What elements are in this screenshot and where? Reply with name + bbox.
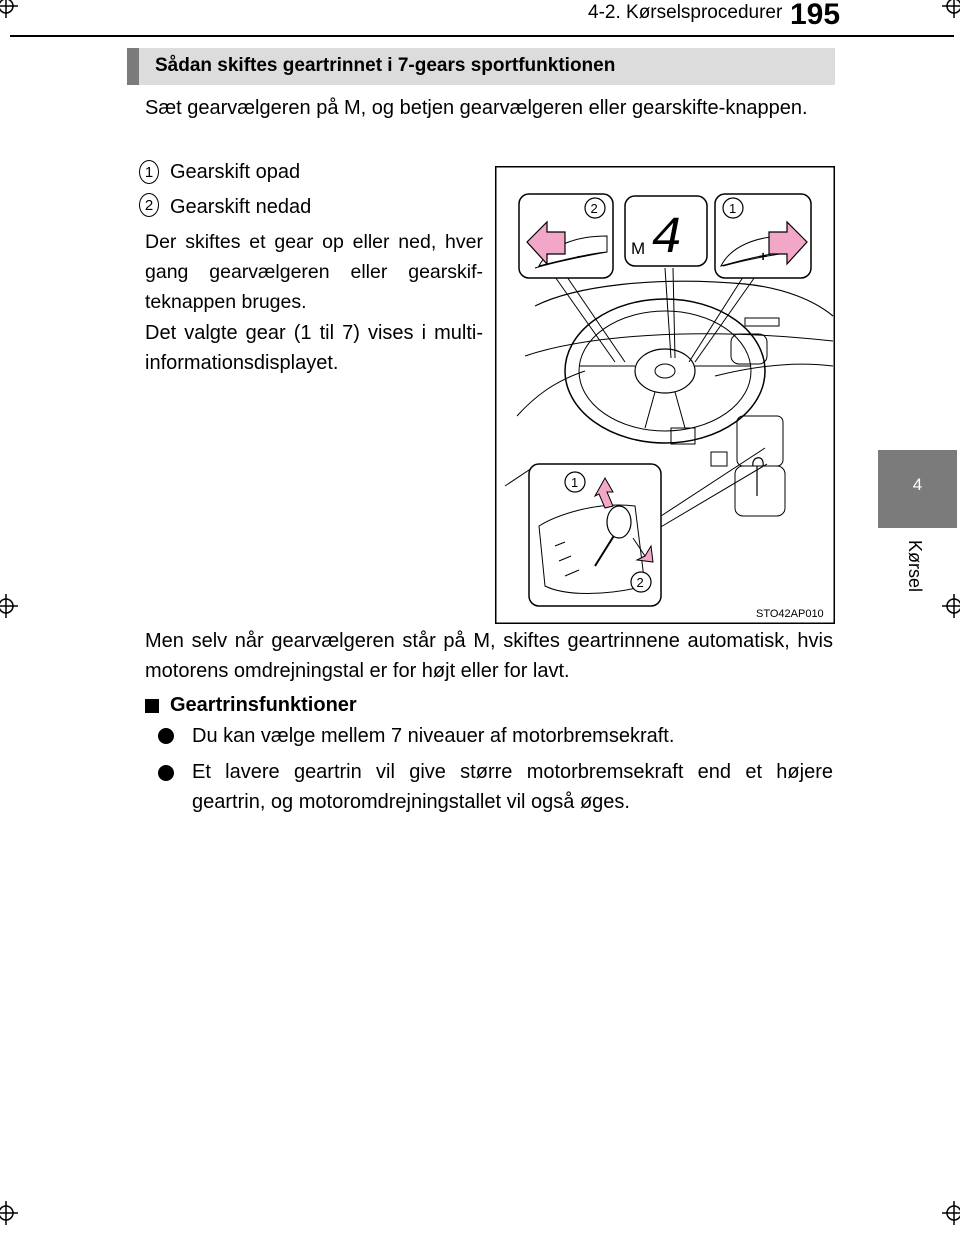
bullet-text: Et lavere geartrin vil give større motor… [192,757,833,817]
paragraph-shift-info: Der skiftes et gear op eller ned, hver g… [145,227,483,317]
paragraph-display-info: Det valgte gear (1 til 7) vises i multi-… [145,318,483,378]
paddle-plus-label: + [759,248,767,264]
paragraph-auto-shift: Men selv når gearvælgeren står på M, ski… [145,626,833,686]
item-number-badge: 2 [139,193,159,217]
callout-2-top: 2 [591,201,598,216]
crop-mark-mid-left [0,594,18,618]
paragraph-auto-shift-text: Men selv når gearvælgeren står på M, ski… [145,630,833,682]
crop-mark-bottom-right [942,1201,960,1225]
bullet-icon [158,765,174,781]
chapter-tab-number: 4 [912,475,923,494]
item-label: Gearskift nedad [170,196,312,218]
chapter-tab-label: Kørsel [905,540,925,593]
callout-1-top: 1 [729,201,736,216]
bullet-text-content: Et lavere geartrin vil give større motor… [192,761,833,813]
gearshift-illustration-svg: − + M 4 2 1 1 2 [495,166,835,624]
intro-paragraph: Sæt gearvælgeren på M, og betjen gearvæl… [145,93,827,123]
crop-mark-top-right [942,0,960,18]
paragraph-display-info-text: Det valgte gear (1 til 7) vises i multi-… [145,322,483,374]
page-number: 195 [790,0,841,31]
crop-mark-top-left [0,0,18,18]
paragraph-shift-info-text: Der skiftes et gear op eller ned, hver g… [145,231,483,313]
section-title: Sådan skiftes geartrinnet i 7-gears spor… [155,55,616,76]
illustration-code: STO42AP010 [754,608,826,620]
subheading: Geartrinsfunktioner [170,694,357,716]
display-gear-digit: 4 [651,209,682,268]
subheading-square-icon [145,699,159,713]
section-heading-bar: Sådan skiftes geartrinnet i 7-gears spor… [127,48,835,85]
item-number-badge: 1 [139,160,159,184]
display-mode-label: M [631,239,645,258]
paddle-minus-label: − [577,248,585,264]
intro-text: Sæt gearvælgeren på M, og betjen gearvæl… [145,97,808,119]
callout-2-bottom: 2 [637,575,644,590]
callout-1-bottom: 1 [571,475,578,490]
crop-mark-mid-right [942,594,960,618]
header-rule [10,35,954,37]
gearshift-illustration: − + M 4 2 1 1 2 [495,166,835,624]
item-label: Gearskift opad [170,161,301,183]
crop-mark-bottom-left [0,1201,18,1225]
header-section-title: 4-2. Kørselsprocedurer [588,2,783,23]
bullet-text: Du kan vælge mellem 7 niveauer af motorb… [192,725,675,747]
bullet-icon [158,728,174,744]
chapter-tab: 4 [878,450,957,528]
